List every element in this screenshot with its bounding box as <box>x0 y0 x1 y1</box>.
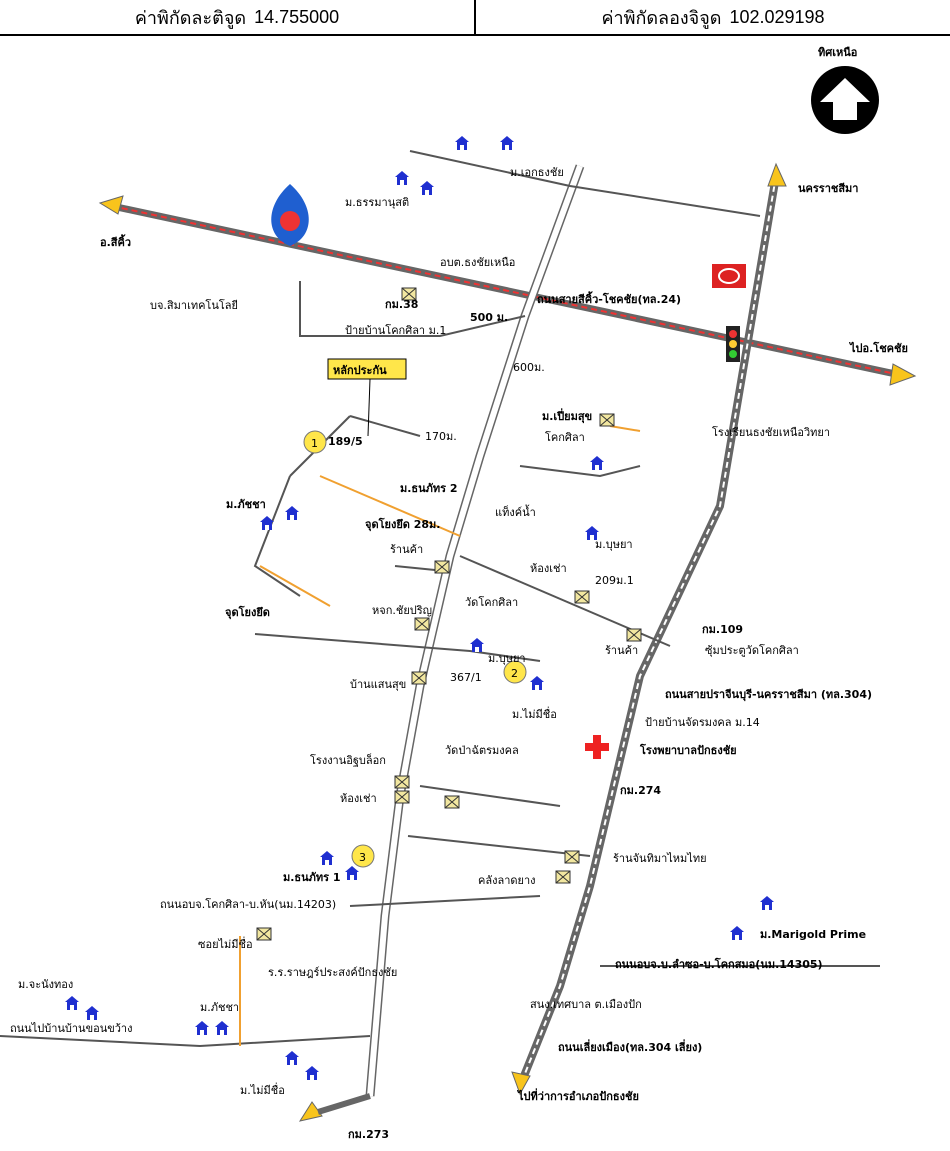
ptt-logo-icon <box>271 184 309 246</box>
label-pha-chakphan: หจก.ชัยปริญ <box>372 604 432 617</box>
label-road-14305: ถนนอบจ.บ.ลำซอ-บ.โคกสมอ(นม.14305) <box>615 957 823 971</box>
label-road-304-b: ถนนเลี่ยงเมือง(ทล.304 เลี่ยง) <box>558 1039 702 1054</box>
label-mu-bunya2: ม.บุษยา <box>488 652 526 665</box>
label-anchor: จุดโยงยึด <box>225 605 270 620</box>
label-mu-maimeechue: ม.ไม่มีชื่อ <box>512 706 557 721</box>
marker-2: 2 <box>503 660 527 684</box>
label-ban-saensuk: บ้านแสนสุข <box>350 678 406 691</box>
label-mu-pueamsuk: ม.เปี่ยมสุข <box>542 408 592 424</box>
label-addr-367: 367/1 <box>450 671 482 684</box>
label-dist-600: 600ม. <box>513 361 545 374</box>
label-mu-maimeechue2: ม.ไม่มีชื่อ <box>240 1082 285 1097</box>
label-khlong: คลังลาดยาง <box>478 874 536 887</box>
marker-1: 1 <box>303 430 327 454</box>
label-mu-ekthongchai: ม.เอกธงชัย <box>510 166 564 179</box>
label-main-road: ถนนสายสีคิ้ว-โชคชัย(ทล.24) <box>537 291 681 306</box>
marker-label: หลักประกัน <box>333 364 387 377</box>
label-school-thongchai: โรงเรียนธงชัยเหนือวิทยา <box>712 425 830 439</box>
latitude-label: ค่าพิกัดละติจูด <box>134 7 247 28</box>
north-arrow-icon <box>811 66 879 134</box>
label-arch: ซุ้มประตูวัดโคกศิลา <box>705 643 799 657</box>
label-road-14203: ถนนอบจ.โคกศิลา-บ.หัน(นม.14203) <box>160 897 336 911</box>
label-mu-phatcha: ม.ภัชชา <box>226 498 266 511</box>
label-dist-500: 500 ม. <box>470 311 508 324</box>
label-bus-stop-1: ป้ายบ้านโคกศิลา ม.1 <box>345 323 446 337</box>
label-wat-chatmongkol: วัดป่าฉัตรมงคล <box>445 744 519 757</box>
label-obt: อบต.ธงชัยเหนือ <box>440 256 515 269</box>
location-map: ทิศเหนือ <box>0 46 917 1141</box>
label-room1: ห้องเช่า <box>530 562 567 575</box>
hospital-icon <box>585 735 609 759</box>
label-km274: กม.274 <box>620 784 661 797</box>
highway-24 <box>98 195 917 386</box>
label-school-ratprasong: ร.ร.ราษฎร์ประสงค์ปักธงชัย <box>268 966 397 979</box>
marker-3: 3 <box>351 844 375 868</box>
longitude-cell: ค่าพิกัดลองจิจูด 102.029198 <box>474 0 950 34</box>
latitude-cell: ค่าพิกัดละติจูด 14.755000 <box>0 0 474 34</box>
label-room2: ห้องเช่า <box>340 792 377 805</box>
label-shop2: ร้านค้า <box>605 644 638 657</box>
latitude-value: 14.755000 <box>254 6 340 27</box>
label-tank: แท็งค์น้ำ <box>495 504 536 519</box>
north-label: ทิศเหนือ <box>818 46 857 59</box>
longitude-value: 102.029198 <box>729 6 825 27</box>
highway-304 <box>511 162 787 1096</box>
label-km273: กม.273 <box>348 1128 389 1141</box>
label-shop1: ร้านค้า <box>390 543 423 556</box>
label-mu-chanthong: ม.จะนังทอง <box>18 978 73 991</box>
label-mu-thanapat2: ม.ธนภัทร 2 <box>400 482 458 495</box>
svg-text:2: 2 <box>511 667 518 680</box>
svg-text:1: 1 <box>311 437 318 450</box>
label-mu-bunya1: ม.บุษยา <box>595 538 633 551</box>
label-addr-209: 209ม.1 <box>595 574 634 587</box>
label-brick: โรงงานอิฐบล็อก <box>310 753 386 767</box>
label-dist-170: 170ม. <box>425 430 457 443</box>
coordinate-header: ค่าพิกัดละติจูด 14.755000 ค่าพิกัดลองจิจ… <box>0 0 950 36</box>
label-chokchai: ไปอ.โชคชัย <box>848 341 908 355</box>
traffic-light-icon <box>726 326 740 362</box>
label-mu-phatcha2: ม.ภัชชา <box>200 1001 239 1014</box>
label-start-point: จุดโยงยึด 28ม. <box>365 517 440 532</box>
label-nakhon-ratchasima: นครราชสีมา <box>798 182 858 195</box>
toyota-logo-icon <box>712 264 746 288</box>
label-mu-thammanusit: ม.ธรรมานุสติ <box>345 196 409 209</box>
label-khoksila: โคกศิลา <box>545 430 585 444</box>
shop-icons <box>256 287 642 941</box>
label-km38: กม.38 <box>385 298 418 311</box>
label-municipality: สนง.เทศบาล ต.เมืองปัก <box>530 998 642 1011</box>
survey-lines <box>239 425 641 1046</box>
label-road-khwang: ถนนไปบ้านบ้านขอนขว้าง <box>10 1022 132 1035</box>
label-mu-thanapat1: ม.ธนภัทร 1 <box>283 871 341 884</box>
svg-text:3: 3 <box>359 851 366 864</box>
label-wat-khoksila: วัดโคกศิลา <box>465 595 518 609</box>
label-hospital: โรงพยาบาลปักธงชัย <box>639 743 737 757</box>
longitude-label: ค่าพิกัดลองจิจูด <box>601 7 722 28</box>
label-sikhio: อ.สีคิ้ว <box>100 234 131 249</box>
label-shop-thai: ร้านจันทิมาไหมไทย <box>613 852 707 865</box>
label-soi: ซอยไม่มีชื่อ <box>198 936 253 951</box>
label-prakhon-chai: ไปที่ว่าการอำเภอปักธงชัย <box>516 1088 639 1103</box>
label-bus-stop-14: ป้ายบ้านจัดรมงคล ม.14 <box>645 716 760 729</box>
label-km109: กม.109 <box>702 623 743 636</box>
label-marigold: ม.Marigold Prime <box>760 928 866 941</box>
label-company: บจ.สิมาเทคโนโลยี <box>150 298 238 312</box>
collateral-marker: หลักประกัน <box>327 358 407 437</box>
label-addr-189: 189/5 <box>328 435 363 448</box>
label-road-304: ถนนสายปราจีนบุรี-นครราชสีมา (ทล.304) <box>665 688 872 702</box>
main-local-road <box>298 164 585 1122</box>
